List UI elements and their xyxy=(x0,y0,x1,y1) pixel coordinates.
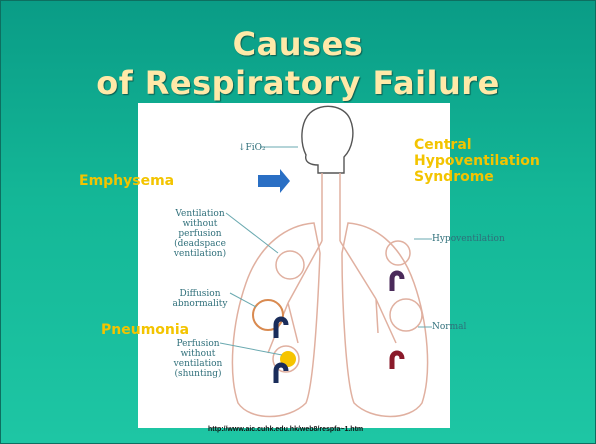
fio2-label: ↓FiO₂ xyxy=(238,143,266,153)
bronchi xyxy=(268,241,396,353)
diffusion-label: Diffusion abnormality xyxy=(160,289,240,309)
blue-arrow-icon xyxy=(258,169,290,193)
respiratory-diagram: ↓FiO₂ Ventilation without perfusion (dea… xyxy=(138,103,450,428)
pneumonia-annotation: Pneumonia xyxy=(101,322,189,338)
source-url: http://www.aic.cuhk.edu.hk/web8/respfa~1… xyxy=(208,426,528,433)
alveolus-circle xyxy=(390,299,422,331)
hypoventilation-label: Hypoventilation xyxy=(432,234,512,244)
head-silhouette xyxy=(302,106,353,173)
label-leader-lines xyxy=(220,213,432,355)
alveolus-circle xyxy=(276,251,304,279)
normal-label: Normal xyxy=(432,322,466,332)
deadspace-label: Ventilation without perfusion (deadspace… xyxy=(158,209,242,259)
slide-title-line2: of Respiratory Failure xyxy=(0,65,596,101)
central-hypoventilation-annotation: Central Hypoventilation Syndrome xyxy=(414,137,540,185)
slide-title-line1: Causes xyxy=(0,26,596,62)
emphysema-annotation: Emphysema xyxy=(79,173,174,189)
shunting-label: Perfusion without ventilation (shunting) xyxy=(156,339,240,379)
trachea xyxy=(322,173,340,241)
lung-diagram-svg xyxy=(138,103,450,428)
